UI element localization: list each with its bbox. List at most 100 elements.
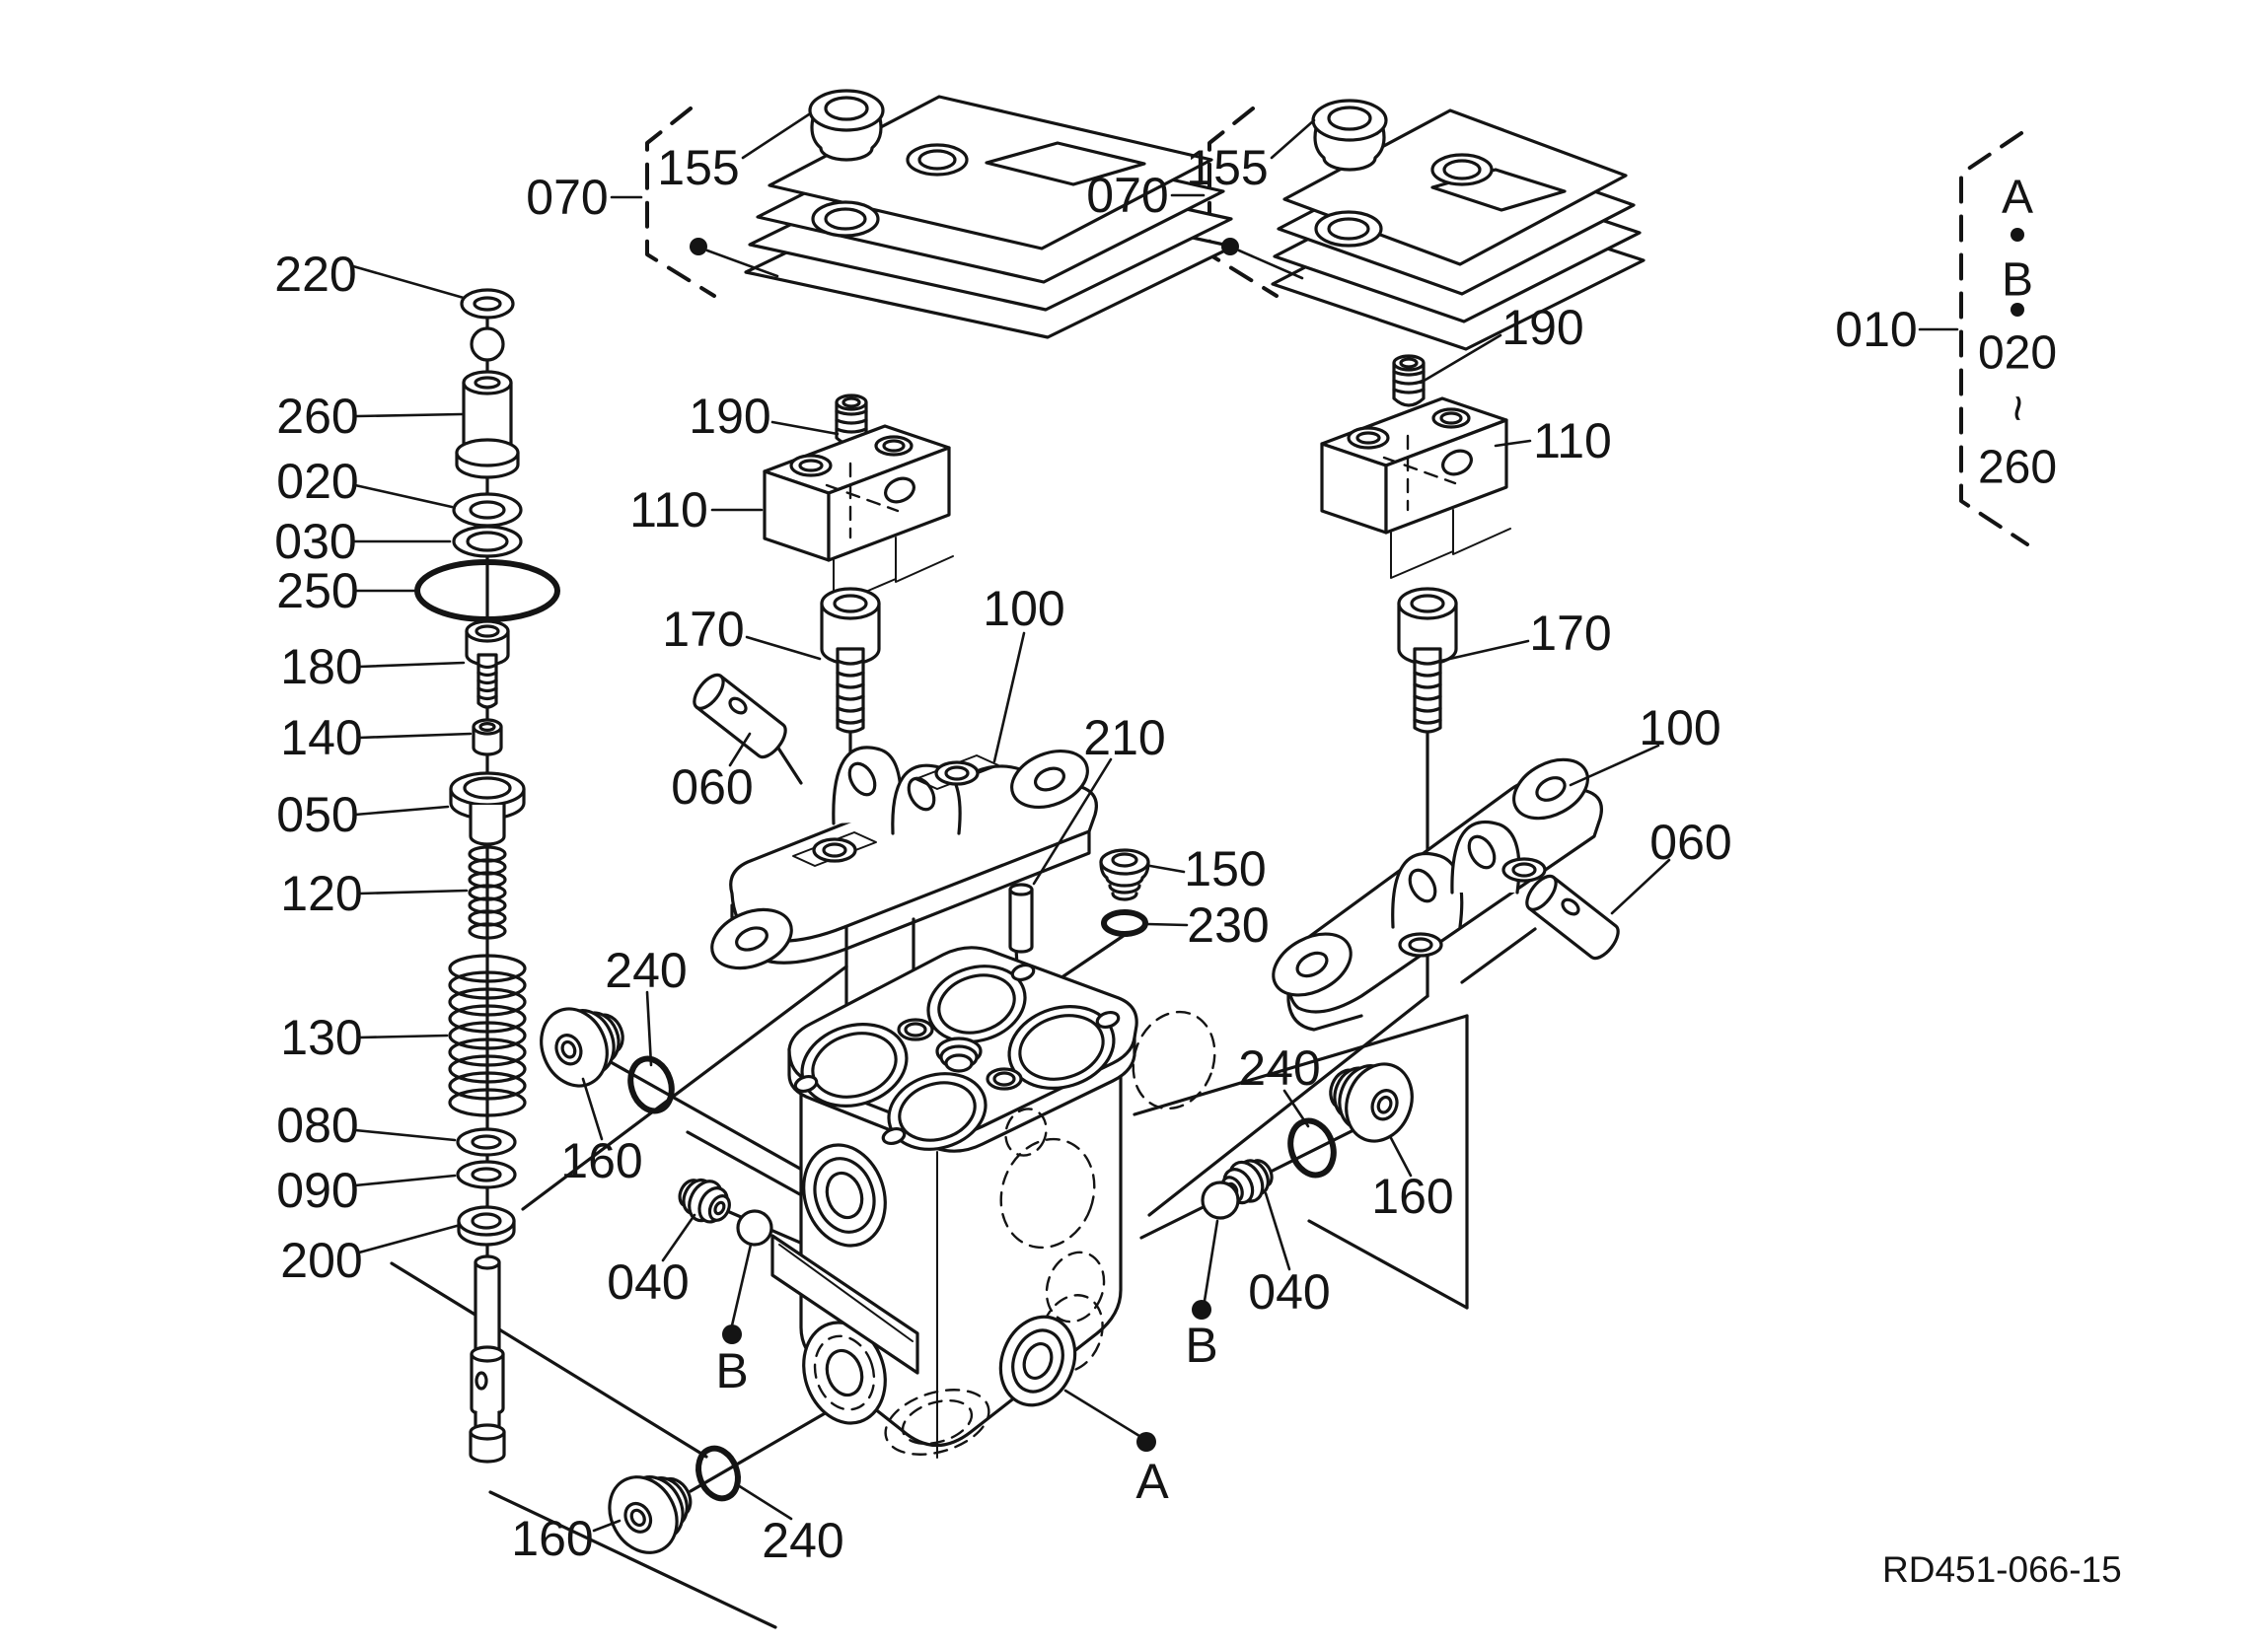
joint-pin-060-left xyxy=(693,673,787,759)
plug-160-left xyxy=(540,1007,624,1088)
callout-240-23: 240 xyxy=(605,943,687,998)
guide-block-110-right xyxy=(1320,396,1511,579)
callout-070-29: 070 xyxy=(1086,168,1168,223)
leader-line-040 xyxy=(661,1213,696,1262)
leader-line-040 xyxy=(1264,1191,1291,1271)
callout-120-8: 120 xyxy=(280,866,362,921)
leader-line-A xyxy=(1063,1389,1141,1438)
legend-item-020: 020 xyxy=(1978,327,2057,380)
sleeve-260 xyxy=(455,370,520,479)
callout-155-14: 155 xyxy=(657,140,739,195)
plate-lug-right-end xyxy=(1010,750,1089,809)
callout-040-25: 040 xyxy=(607,1254,689,1310)
callout-160-24: 160 xyxy=(560,1133,642,1188)
washer-020 xyxy=(452,492,523,528)
callout-070-13: 070 xyxy=(526,170,608,225)
leader-line-160 xyxy=(1389,1136,1413,1178)
callout-220-0: 220 xyxy=(274,247,356,302)
callout-180-5: 180 xyxy=(280,639,362,694)
oring-240-bottom xyxy=(695,1445,741,1502)
leader-line-110 xyxy=(1494,439,1532,448)
plate-strap-1 xyxy=(832,746,903,825)
callout-040-38: 040 xyxy=(1248,1264,1330,1320)
plug-160-bottom xyxy=(608,1475,693,1554)
oring-240-left xyxy=(627,1055,675,1114)
callout-090-11: 090 xyxy=(276,1163,358,1218)
callout-060-18: 060 xyxy=(671,759,753,815)
leader-line-020 xyxy=(353,483,454,509)
leader-line-140 xyxy=(357,732,473,740)
callout-030-3: 030 xyxy=(274,514,356,569)
leader-line-190 xyxy=(770,420,840,436)
leader-line-210 xyxy=(1032,757,1113,886)
leader-line-180 xyxy=(357,661,466,669)
swash-plate-100-left xyxy=(710,746,1098,970)
plug-150 xyxy=(1099,848,1150,901)
leader-line-130 xyxy=(357,1034,449,1039)
callout-010-41: 010 xyxy=(1835,302,1917,357)
callout-240-36: 240 xyxy=(1238,1040,1320,1096)
callout-155-30: 155 xyxy=(1186,140,1268,195)
legend-dot-3 xyxy=(2011,303,2024,317)
plate-lug-bottom-left xyxy=(1272,932,1353,997)
leader-line-060 xyxy=(1610,858,1671,915)
plate-strap-2 xyxy=(1450,820,1521,895)
callout-B-26: B xyxy=(715,1343,748,1398)
bracket-070-right xyxy=(1207,107,1279,298)
leader-line-160 xyxy=(592,1519,622,1533)
oring-240-right xyxy=(1287,1117,1337,1179)
leader-line-B xyxy=(1203,1219,1219,1303)
leader-line-200 xyxy=(357,1224,459,1254)
bracket-010-legend xyxy=(1959,131,2029,546)
oring-230 xyxy=(1101,909,1148,937)
cap-155-left xyxy=(808,89,885,162)
callout-250-4: 250 xyxy=(276,563,358,618)
leader-line-100 xyxy=(1569,744,1660,787)
callout-060-35: 060 xyxy=(1649,815,1731,870)
cap-screw-170-left xyxy=(820,587,881,734)
leader-line-260 xyxy=(355,412,464,418)
side-boss-upper xyxy=(802,1143,887,1248)
leader-line-090 xyxy=(353,1174,457,1187)
spring-130 xyxy=(448,954,527,1117)
collar-200 xyxy=(457,1205,516,1247)
legend-dot-1 xyxy=(2011,228,2024,242)
leader-line-230 xyxy=(1145,922,1189,927)
cap-155-right xyxy=(1311,99,1388,172)
ref-dot-B xyxy=(722,1324,742,1344)
leader-line-050 xyxy=(353,805,450,817)
threaded-holes xyxy=(897,1018,1023,1091)
spring-seat-050 xyxy=(449,771,526,846)
callout-240-28: 240 xyxy=(762,1513,843,1568)
callout-190-15: 190 xyxy=(689,389,770,444)
leader-line-160 xyxy=(581,1077,604,1141)
leader-line-170 xyxy=(1430,639,1530,665)
spacer-140 xyxy=(472,718,503,756)
callout-200-12: 200 xyxy=(280,1233,362,1288)
callout-020-2: 020 xyxy=(276,454,358,509)
leader-line-240 xyxy=(645,990,653,1067)
snap-ring-220 xyxy=(460,288,515,320)
spring-120 xyxy=(468,845,507,940)
ball-220 xyxy=(470,326,505,362)
ref-dot-B xyxy=(1192,1300,1211,1320)
pin-210 xyxy=(1008,883,1034,954)
leader-line-170 xyxy=(745,635,822,661)
legend-item-260: 260 xyxy=(1978,442,2057,494)
legend-item-~: ~ xyxy=(1992,394,2044,422)
plug-160-right xyxy=(1329,1062,1414,1143)
callout-210-20: 210 xyxy=(1083,710,1165,765)
leader-line-155 xyxy=(741,112,811,160)
callout-050-7: 050 xyxy=(276,787,358,842)
bracket-070-left xyxy=(645,107,716,298)
check-ball-right xyxy=(1201,1181,1240,1220)
cover-bolt-hole-back xyxy=(906,143,969,177)
callouts: 2202600200302501801400501201300800902000… xyxy=(274,112,1959,1568)
cover-assembly-left xyxy=(744,89,1235,339)
set-screw-190-right xyxy=(1392,354,1426,407)
cover-assembly-right xyxy=(1271,99,1646,351)
guide-block-110-left xyxy=(763,424,954,607)
hidden-passages xyxy=(884,1010,1216,1456)
leader-line-155 xyxy=(1270,118,1316,160)
